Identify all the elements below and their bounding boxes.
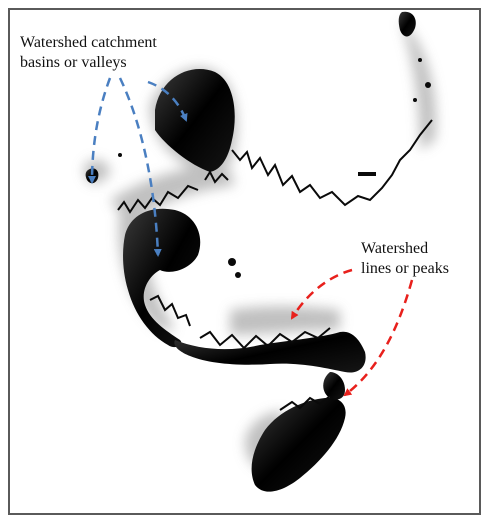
peaks-label-line2: lines or peaks [361, 259, 449, 279]
valleys-label-line1: Watershed catchment [20, 33, 157, 53]
peaks-label: Watershed lines or peaks [361, 239, 449, 279]
valleys-label: Watershed catchment basins or valleys [20, 33, 157, 73]
valleys-label-line2: basins or valleys [20, 53, 157, 73]
peaks-label-line1: Watershed [361, 239, 449, 259]
